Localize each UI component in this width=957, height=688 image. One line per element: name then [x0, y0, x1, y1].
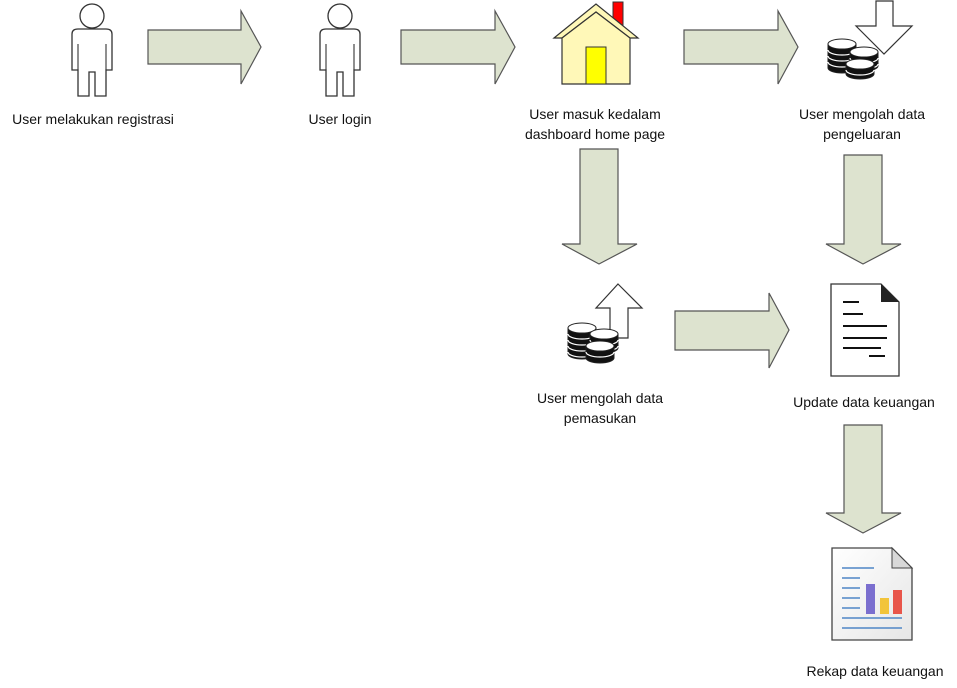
- arrow-expense-to-update: [825, 154, 902, 265]
- node-label-expense-line1: User mengolah data: [798, 106, 926, 122]
- user-icon: [71, 3, 113, 97]
- coins-down-icon: [827, 0, 914, 80]
- arrow-login-to-dashboard: [400, 8, 516, 85]
- node-label-income-line2: pemasukan: [563, 410, 637, 426]
- node-label-update: Update data keuangan: [793, 394, 935, 410]
- node-label-dashboard-line1: User masuk kedalam: [529, 106, 661, 122]
- node-label-expense-line2: pengeluaran: [823, 126, 901, 142]
- arrow-dashboard-to-expense: [683, 8, 799, 85]
- document-icon: [830, 283, 900, 377]
- arrow-registration-to-login: [147, 8, 262, 85]
- arrow-update-to-recap: [825, 424, 902, 534]
- arrow-income-to-update: [674, 292, 790, 369]
- arrow-dashboard-to-income: [561, 148, 638, 265]
- user-icon: [319, 3, 361, 97]
- node-label-recap: Rekap data keuangan: [806, 663, 944, 679]
- house-icon: [552, 1, 640, 85]
- report-chart-icon: [831, 546, 914, 641]
- node-label-dashboard-line2: dashboard home page: [524, 126, 666, 142]
- coins-up-icon: [567, 283, 644, 364]
- node-label-login: User login: [308, 111, 372, 127]
- node-label-registration: User melakukan registrasi: [12, 111, 174, 127]
- node-label-income-line1: User mengolah data: [536, 390, 664, 406]
